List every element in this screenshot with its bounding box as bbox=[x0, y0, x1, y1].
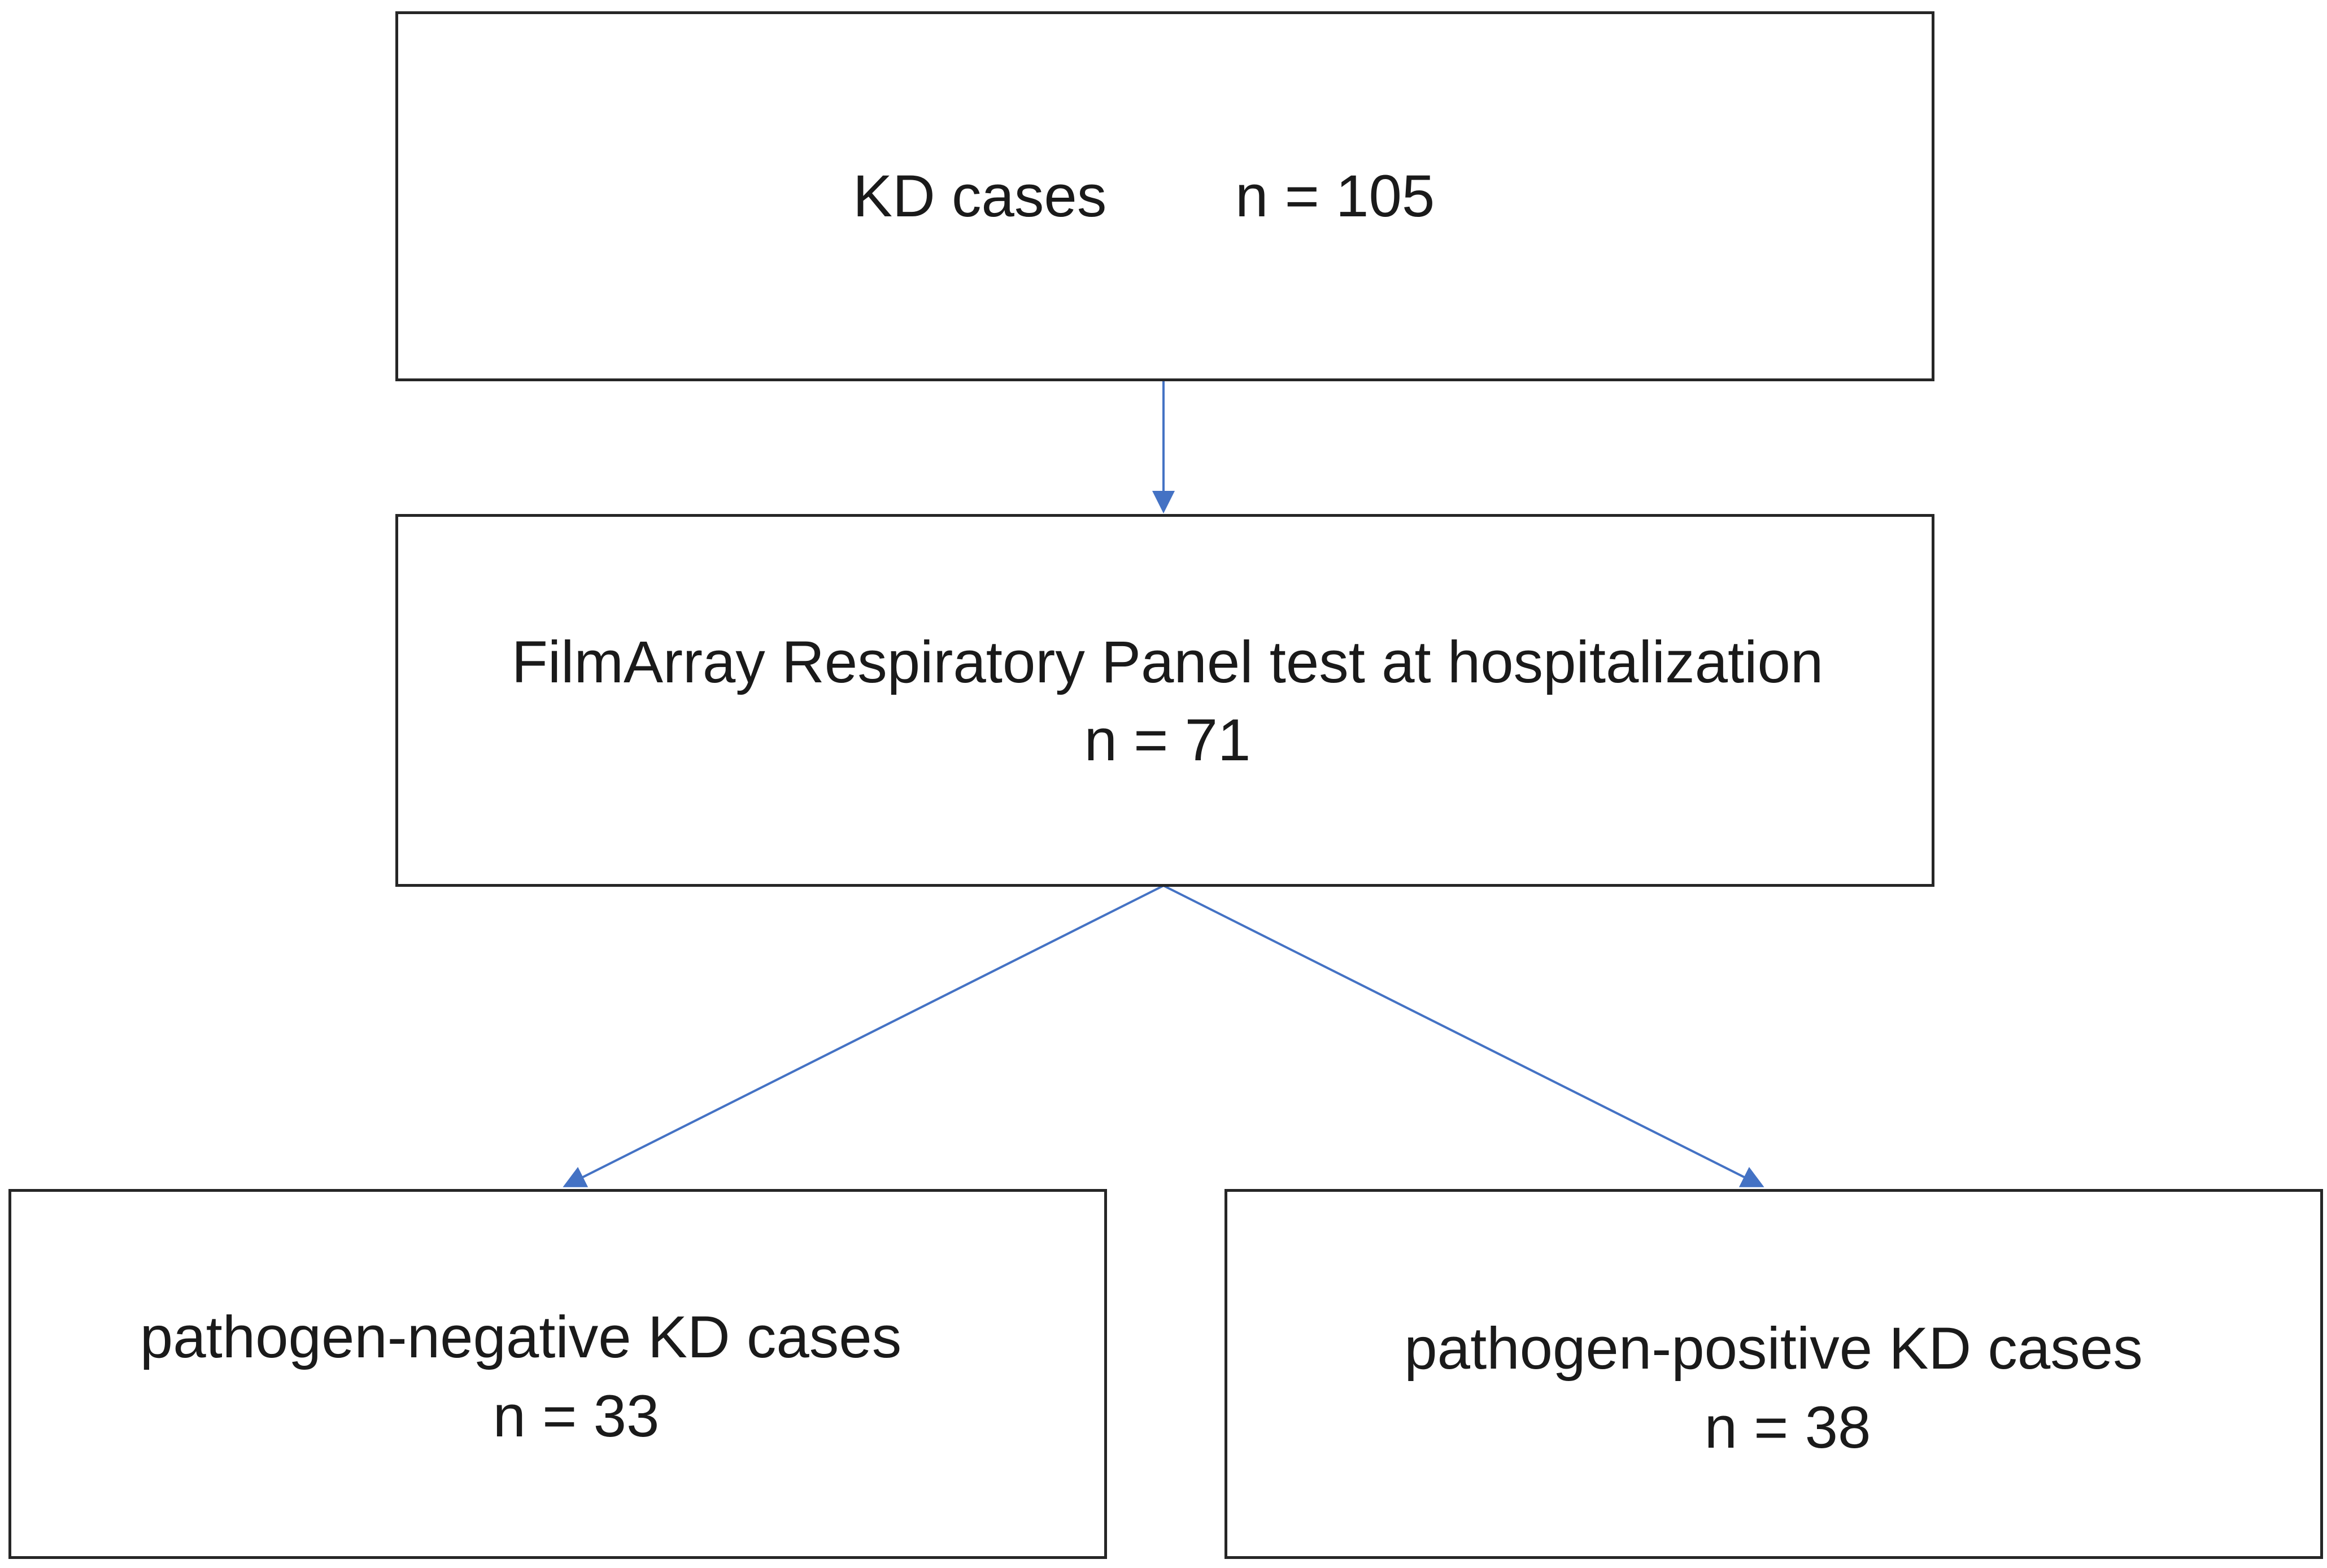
node-pathogen-negative-label: pathogen-negative KD cases bbox=[140, 1304, 902, 1370]
arrow-filmarray-to-positive bbox=[1163, 885, 1764, 1187]
node-kd-cases bbox=[395, 11, 1934, 381]
node-pathogen-negative bbox=[8, 1189, 1107, 1559]
node-kd-cases-count: n = 105 bbox=[1235, 163, 1435, 229]
node-filmarray-test bbox=[395, 514, 1934, 887]
node-filmarray-test-label: FilmArray Respiratory Panel test at hosp… bbox=[511, 629, 1824, 695]
node-pathogen-positive-label: pathogen-positive KD cases bbox=[1404, 1316, 2143, 1382]
node-kd-cases-label: KD cases bbox=[853, 163, 1107, 229]
arrow-filmarray-to-negative bbox=[563, 885, 1164, 1187]
node-pathogen-positive bbox=[1224, 1189, 2323, 1559]
node-pathogen-negative-count: n = 33 bbox=[493, 1383, 660, 1449]
node-pathogen-positive-count: n = 38 bbox=[1704, 1395, 1871, 1461]
node-filmarray-test-count: n = 71 bbox=[1084, 707, 1251, 773]
